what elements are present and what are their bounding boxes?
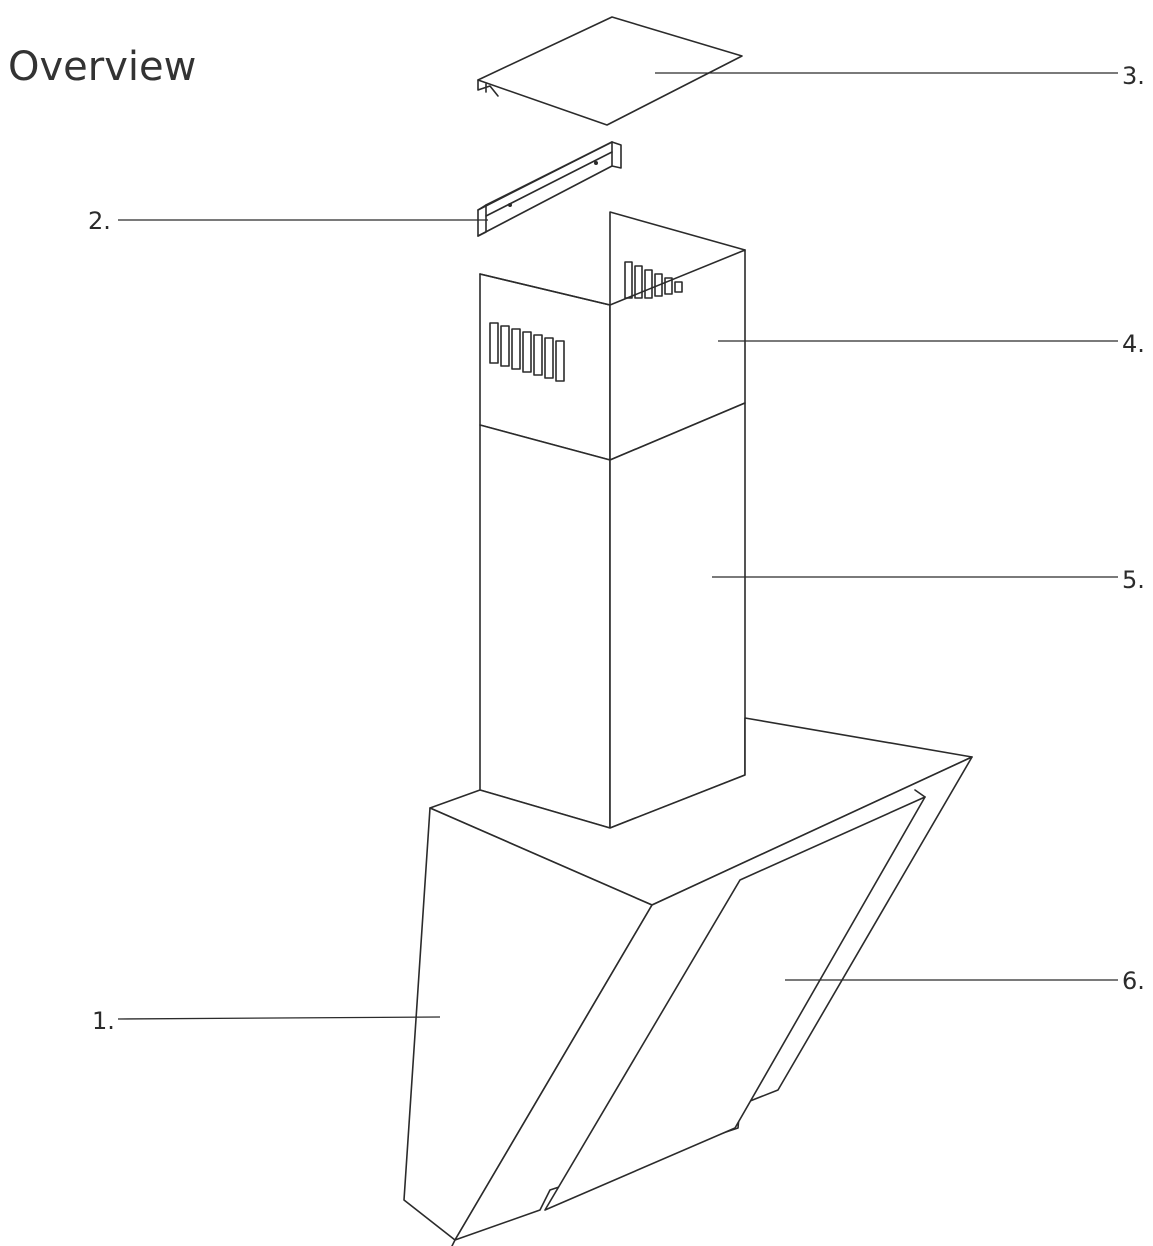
part-lower-chimney: [479, 402, 746, 829]
callout-3: 3.: [1122, 62, 1145, 90]
callout-5: 5.: [1122, 566, 1145, 594]
callout-6: 6.: [1122, 967, 1145, 995]
part-glass-canopy: [544, 789, 926, 1211]
leader-1: [117, 1016, 441, 1020]
part-top-cover: [477, 16, 743, 126]
leader-lines: [117, 72, 1118, 1020]
part-upper-chimney: [479, 211, 746, 461]
callout-1: 1.: [92, 1007, 115, 1035]
callout-2: 2.: [88, 207, 111, 235]
part-mounting-bracket: [477, 141, 622, 237]
callout-4: 4.: [1122, 330, 1145, 358]
vent-slots-front: [489, 322, 565, 382]
vent-slots-back: [624, 261, 683, 299]
page-title: Overview: [8, 44, 196, 90]
